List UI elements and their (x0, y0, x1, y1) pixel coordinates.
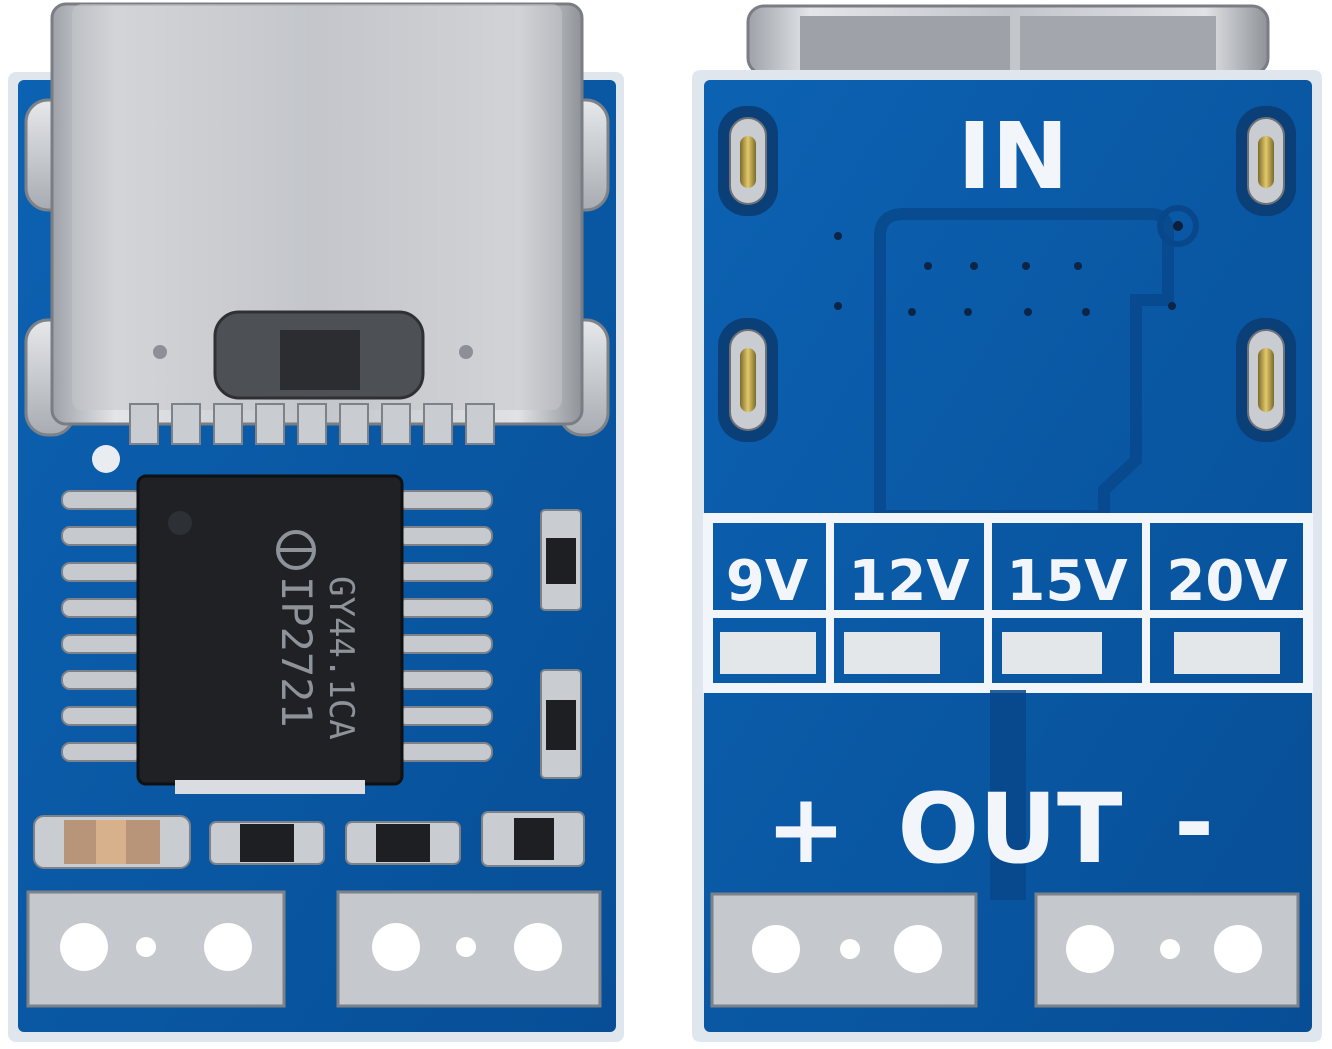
in-label: IN (957, 103, 1068, 210)
back-output-pad-right (1034, 892, 1300, 1008)
smd-capacitor (33, 815, 191, 869)
pin1-marker (92, 445, 120, 473)
front-board: IP2721 GY44.1CA (8, 2, 624, 1042)
via-ring (1157, 205, 1199, 247)
copper-trace (874, 208, 1174, 522)
ic-pins-right (397, 490, 493, 762)
ic-pins-left (61, 490, 143, 762)
back-pcb (704, 80, 1312, 1032)
ip2721-chip: IP2721 GY44.1CA (136, 474, 404, 794)
voltage-option-20v: 20V (1166, 549, 1288, 614)
via-dots (834, 232, 1176, 316)
voltage-option-9v: 9V (726, 549, 809, 614)
via (1173, 221, 1183, 231)
front-output-pad-right (336, 890, 602, 1008)
voltage-option-15v: 15V (1006, 549, 1128, 614)
out-minus-label: - (1174, 767, 1214, 879)
smd-diode-1 (209, 821, 325, 865)
voltage-select-table: 9V 12V 15V 20V (703, 513, 1313, 693)
front-output-pad-left (26, 890, 286, 1008)
jumper-pad-12v (844, 632, 940, 674)
center-trace (990, 690, 1026, 900)
smd-resistor-3 (481, 811, 585, 867)
chip-marking-line1: IP2721 (272, 576, 321, 728)
smd-resistor-1 (540, 509, 582, 611)
jumper-pad-20v (1174, 632, 1280, 674)
jumper-pad-15v (1002, 632, 1102, 674)
back-board: IN 9V 12V 15V 20V + OUT - (692, 4, 1322, 1042)
out-label: OUT (897, 773, 1122, 885)
back-usb-c-edge (746, 4, 1270, 76)
injoinic-logo-icon (276, 530, 316, 570)
chip-marking-line2: GY44.1CA (321, 576, 361, 740)
back-output-pad-left (710, 892, 978, 1008)
smd-diode-2 (345, 821, 461, 865)
out-plus-label: + (766, 773, 846, 885)
smd-resistor-2 (540, 669, 582, 779)
jumper-pad-9v (720, 632, 816, 674)
back-lug-slots (718, 106, 1296, 442)
usb-c-pin-pads (129, 403, 495, 445)
voltage-option-12v: 12V (848, 549, 970, 614)
usb-c-receptacle (50, 2, 584, 426)
